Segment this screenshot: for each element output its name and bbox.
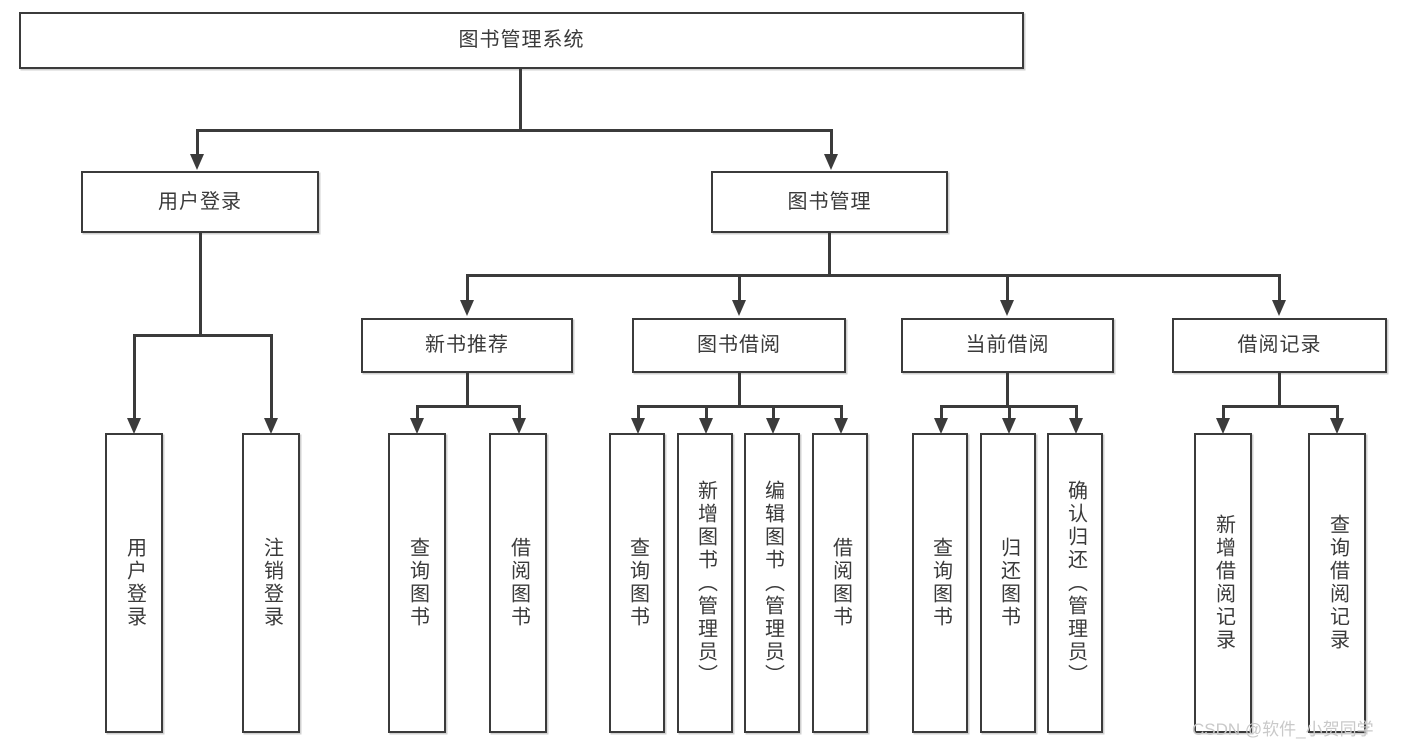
leaf-add-book[interactable]: 新增图书（管理员） <box>677 433 733 733</box>
arrow-cb-to-leaf-return <box>1002 418 1016 434</box>
arrow-root-to-user-login <box>190 154 204 170</box>
leaf-query-book-2-label: 查询图书 <box>626 537 649 629</box>
node-new-book-recommend[interactable]: 新书推荐 <box>361 318 573 373</box>
arrow-bb-to-leaf-borrow <box>834 418 848 434</box>
node-book-borrow-label: 图书借阅 <box>697 334 781 356</box>
connector-nb-to-leaf-borrow <box>518 405 521 420</box>
arrow-bm-to-book-borrow <box>732 300 746 316</box>
connector-user-login-to-leaf-logout <box>270 334 273 420</box>
node-new-book-recommend-label: 新书推荐 <box>425 334 509 356</box>
leaf-logout[interactable]: 注销登录 <box>242 433 300 733</box>
node-borrow-record-label: 借阅记录 <box>1237 334 1322 356</box>
connector-bm-to-current-borrow <box>1006 274 1009 302</box>
leaf-return-book-label: 归还图书 <box>997 537 1020 629</box>
arrow-bb-to-leaf-edit <box>766 418 780 434</box>
connector-current-borrow-stem <box>1006 373 1009 406</box>
connector-book-borrow-bus <box>637 405 840 408</box>
connector-bb-to-leaf-query <box>637 405 640 420</box>
leaf-add-record[interactable]: 新增借阅记录 <box>1194 433 1252 733</box>
connector-bb-to-leaf-edit <box>772 405 775 420</box>
leaf-query-book-1[interactable]: 查询图书 <box>388 433 446 733</box>
leaf-user-login[interactable]: 用户登录 <box>105 433 163 733</box>
arrow-nb-to-leaf-borrow <box>512 418 526 434</box>
arrow-bb-to-leaf-add <box>699 418 713 434</box>
node-current-borrow[interactable]: 当前借阅 <box>901 318 1114 373</box>
arrow-bm-to-current-borrow <box>1000 300 1014 316</box>
leaf-borrow-book-1-label: 借阅图书 <box>507 537 530 629</box>
node-book-management[interactable]: 图书管理 <box>711 171 948 233</box>
csdn-watermark: CSDN @软件_小贺同学 <box>1192 720 1374 739</box>
connector-bb-to-leaf-borrow <box>840 405 843 420</box>
arrow-user-login-to-leaf-user-login <box>127 418 141 434</box>
arrow-user-login-to-leaf-logout <box>264 418 278 434</box>
connector-new-book-stem <box>466 373 469 406</box>
connector-borrow-record-stem <box>1278 373 1281 406</box>
connector-book-management-bus <box>466 274 1278 277</box>
arrow-nb-to-leaf-query <box>410 418 424 434</box>
connector-cb-to-leaf-query <box>940 405 943 420</box>
connector-user-login-bus <box>133 334 272 337</box>
connector-cb-to-leaf-confirm <box>1075 405 1078 420</box>
leaf-borrow-book-2[interactable]: 借阅图书 <box>812 433 868 733</box>
arrow-cb-to-leaf-confirm <box>1069 418 1083 434</box>
leaf-query-book-3[interactable]: 查询图书 <box>912 433 968 733</box>
arrow-cb-to-leaf-query <box>934 418 948 434</box>
leaf-return-book[interactable]: 归还图书 <box>980 433 1036 733</box>
leaf-edit-book-label: 编辑图书（管理员） <box>761 479 784 687</box>
node-book-borrow[interactable]: 图书借阅 <box>632 318 846 373</box>
connector-book-borrow-stem <box>738 373 741 406</box>
leaf-query-record-label: 查询借阅记录 <box>1326 514 1349 652</box>
node-user-login-label: 用户登录 <box>158 190 242 213</box>
arrow-bm-to-new-book <box>460 300 474 316</box>
leaf-query-book-3-label: 查询图书 <box>929 537 952 629</box>
leaf-logout-label: 注销登录 <box>260 537 283 629</box>
connector-borrow-record-bus <box>1222 405 1338 408</box>
node-borrow-record[interactable]: 借阅记录 <box>1172 318 1387 373</box>
connector-bb-to-leaf-add <box>705 405 708 420</box>
connector-root-bus <box>196 129 833 132</box>
leaf-confirm-return[interactable]: 确认归还（管理员） <box>1047 433 1103 733</box>
leaf-user-login-label: 用户登录 <box>123 537 146 629</box>
arrow-bm-to-borrow-record <box>1272 300 1286 316</box>
leaf-borrow-book-1[interactable]: 借阅图书 <box>489 433 547 733</box>
connector-book-management-stem <box>828 233 831 275</box>
arrow-br-to-leaf-query <box>1330 418 1344 434</box>
node-root[interactable]: 图书管理系统 <box>19 12 1024 69</box>
connector-br-to-leaf-add <box>1222 405 1225 420</box>
connector-bm-to-book-borrow <box>738 274 741 302</box>
connector-new-book-bus <box>416 405 521 408</box>
connector-root-to-book-management <box>830 129 833 156</box>
arrow-root-to-book-management <box>824 154 838 170</box>
connector-bm-to-new-book <box>466 274 469 302</box>
leaf-add-book-label: 新增图书（管理员） <box>694 479 717 687</box>
leaf-query-record[interactable]: 查询借阅记录 <box>1308 433 1366 733</box>
leaf-borrow-book-2-label: 借阅图书 <box>829 537 852 629</box>
arrow-bb-to-leaf-query <box>631 418 645 434</box>
node-root-label: 图书管理系统 <box>458 29 585 51</box>
connector-bm-to-borrow-record <box>1278 274 1281 302</box>
connector-user-login-to-leaf-user-login <box>133 334 136 420</box>
connector-user-login-stem <box>199 233 202 335</box>
leaf-add-record-label: 新增借阅记录 <box>1212 514 1235 652</box>
leaf-edit-book[interactable]: 编辑图书（管理员） <box>744 433 800 733</box>
arrow-br-to-leaf-add <box>1216 418 1230 434</box>
connector-root-to-user-login <box>196 129 199 156</box>
connector-cb-to-leaf-return <box>1008 405 1011 420</box>
connector-root-stem <box>519 69 522 130</box>
node-current-borrow-label: 当前借阅 <box>965 334 1050 356</box>
leaf-query-book-1-label: 查询图书 <box>406 537 429 629</box>
leaf-query-book-2[interactable]: 查询图书 <box>609 433 665 733</box>
connector-br-to-leaf-query <box>1336 405 1339 420</box>
node-user-login[interactable]: 用户登录 <box>81 171 319 233</box>
leaf-confirm-return-label: 确认归还（管理员） <box>1064 479 1087 687</box>
connector-nb-to-leaf-query <box>416 405 419 420</box>
node-book-management-label: 图书管理 <box>787 190 872 213</box>
